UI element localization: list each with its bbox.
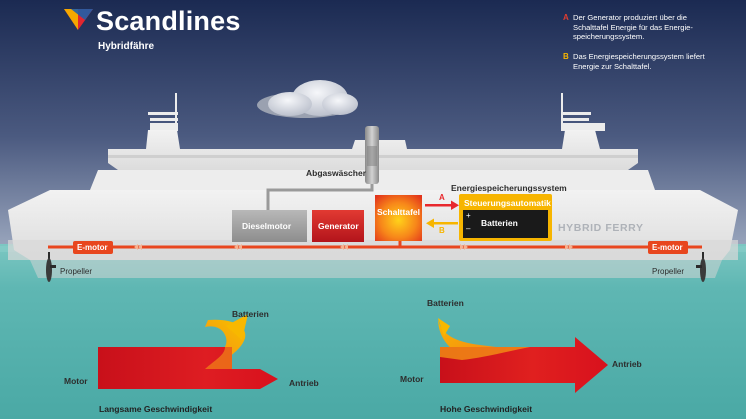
exhaust-pipes: [266, 182, 374, 210]
propeller-left-label: Propeller: [60, 267, 93, 276]
arrow-a-icon: [425, 200, 459, 210]
slow-speed-flow: [98, 314, 278, 389]
switchboard-box: [375, 195, 422, 241]
arrow-a-label: A: [439, 193, 445, 202]
fast-speed-label: Hohe Geschwindigkeit: [440, 404, 533, 414]
ess-title-label: Energiespeicherungssystem: [451, 183, 567, 193]
legend-a-letter: A: [563, 13, 569, 22]
legend-b-letter: B: [563, 52, 569, 61]
diesel-engine-box: [232, 210, 307, 242]
slow-batteries-label: Batterien: [232, 309, 269, 319]
power-flow-chevrons: [134, 244, 573, 250]
propeller-right-icon: [696, 252, 706, 282]
propeller-left-icon: [46, 252, 56, 282]
brand-subtitle: Hybridfähre: [98, 41, 155, 52]
fast-batteries-label: Batterien: [427, 298, 464, 308]
scrubber-detail: [367, 146, 377, 166]
e-motor-left: [73, 241, 113, 254]
controller-label: Steuerungsautomatik: [464, 198, 551, 208]
ship-masts: [148, 93, 605, 131]
arrow-b-icon: [426, 218, 458, 228]
generator-label: Generator: [318, 221, 359, 231]
exhaust-cloud: [257, 80, 358, 118]
arrow-b-label: B: [439, 226, 445, 235]
brand-name: Scandlines: [96, 6, 241, 36]
legend-a-text: Der Generator produziert über die Schalt…: [573, 13, 693, 42]
scandlines-logo: [64, 9, 93, 30]
diesel-engine-label: Dieselmotor: [242, 221, 292, 231]
slow-drive-label: Antrieb: [289, 378, 319, 388]
hull-label: HYBRID FERRY: [558, 222, 644, 234]
legend-b-text: Das Energiespeicherungssystem liefert En…: [573, 52, 705, 71]
battery-plus-icon: +: [466, 211, 471, 220]
scrubber-label: Abgaswäscher: [306, 168, 366, 178]
e-motor-left-label: E-motor: [77, 243, 108, 252]
fast-drive-label: Antrieb: [612, 359, 642, 369]
battery-minus-icon: –: [466, 224, 471, 233]
power-line: [48, 238, 702, 249]
e-motor-right: [648, 241, 688, 254]
generator-box: [312, 210, 364, 242]
slow-motor-label: Motor: [64, 376, 88, 386]
slow-speed-label: Langsame Geschwindigkeit: [99, 404, 213, 414]
high-speed-flow: [438, 318, 608, 393]
fast-motor-label: Motor: [400, 374, 424, 384]
propeller-right-label: Propeller: [652, 267, 685, 276]
switchboard-label: Schalttafel: [377, 207, 420, 217]
battery-pack: [463, 210, 548, 238]
e-motor-right-label: E-motor: [652, 243, 683, 252]
batteries-label: Batterien: [481, 218, 518, 228]
